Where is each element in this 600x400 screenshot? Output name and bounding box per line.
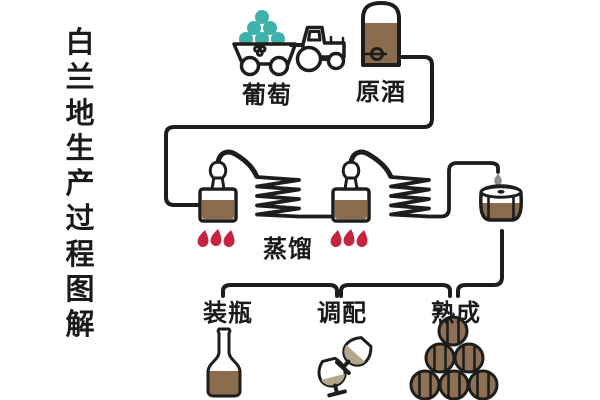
pipe-barrel-to-stages [221, 229, 504, 298]
pipe-swan-neck-1 [215, 149, 259, 179]
pot-still-2-icon [331, 160, 371, 223]
diagram-title: 白兰地生产过程图解 [65, 27, 95, 342]
label-base-wine: 原酒 [356, 80, 406, 106]
label-blending: 调配 [317, 301, 367, 327]
condenser-coil-2-icon [389, 161, 500, 219]
condenser-coil-1-icon [255, 175, 335, 219]
tractor-icon [289, 25, 346, 73]
label-bottling: 装瓶 [203, 301, 253, 327]
pipe-tank-to-still1 [164, 55, 434, 207]
aging-barrel-icon [479, 184, 523, 222]
grape-cart-icon [232, 10, 298, 77]
label-grapes: 葡萄 [242, 83, 292, 109]
grape-emblem-icon [253, 43, 267, 57]
fermentation-tank-icon [361, 1, 401, 67]
flame-icons-still-1 [196, 228, 237, 248]
flame-icons-still-2 [329, 228, 370, 248]
drop-icon [494, 173, 502, 185]
snifter-glasses-icon [317, 336, 373, 398]
label-distillation: 蒸馏 [263, 237, 313, 263]
pipe-swan-neck-2 [348, 149, 393, 179]
tank-valve-icon [362, 47, 388, 61]
pot-still-1-icon [198, 160, 238, 223]
label-aging: 熟成 [431, 301, 481, 327]
brandy-bottle-icon [206, 327, 242, 398]
barrel-stack-icon [409, 315, 499, 400]
